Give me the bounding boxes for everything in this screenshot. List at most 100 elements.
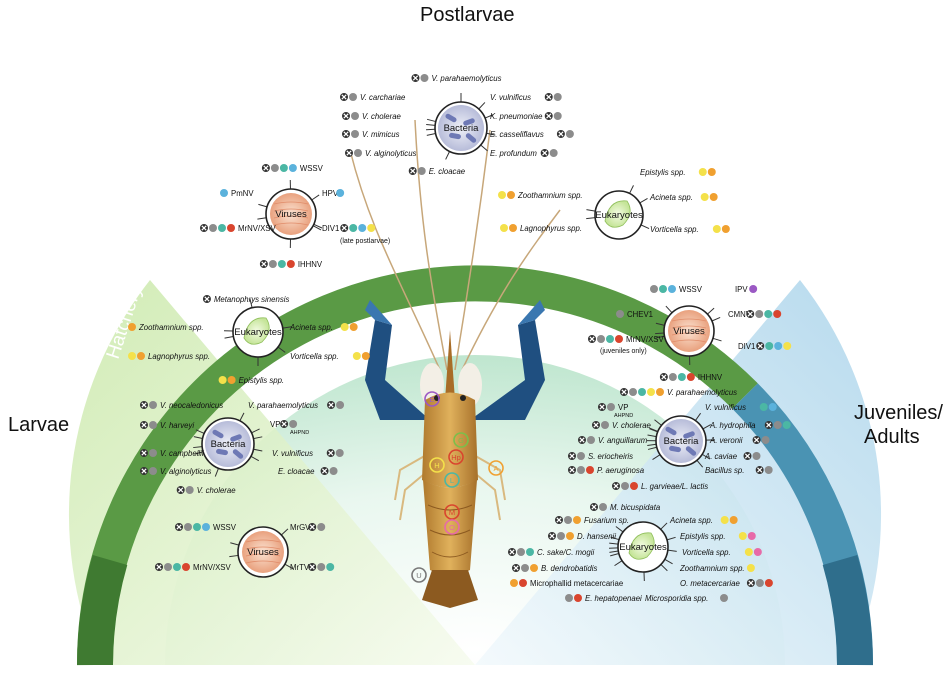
host-dot <box>713 225 721 233</box>
host-dot <box>128 352 136 360</box>
pathogen-label: E. cloacae <box>429 167 466 176</box>
absent-marker-icon <box>340 224 348 232</box>
pathogen-label: V. alginolyticus <box>160 467 212 476</box>
host-dot <box>606 335 614 343</box>
pathogen-label: Microsporidia spp. <box>645 594 708 603</box>
absent-marker-icon <box>620 388 628 396</box>
host-dot <box>280 164 288 172</box>
pathogen-label: DIV1 <box>322 224 339 233</box>
host-dot <box>317 563 325 571</box>
pathogen-label: O. metacercariae <box>680 579 740 588</box>
growout-band-end-right <box>840 560 855 665</box>
host-dot <box>278 260 286 268</box>
pathogen-label: V. cholerae <box>362 112 402 121</box>
host-dot <box>341 323 349 331</box>
host-dot <box>128 323 136 331</box>
absent-marker-icon <box>660 373 668 381</box>
host-dot <box>565 594 573 602</box>
host-dot <box>193 523 201 531</box>
host-dot <box>269 260 277 268</box>
host-dot <box>748 532 756 540</box>
pathogen-label: A. hydrophila <box>709 421 756 430</box>
host-dot <box>367 224 375 232</box>
host-dot <box>149 421 157 429</box>
host-dot <box>730 516 738 524</box>
pathogen-label: V. cholerae <box>197 486 237 495</box>
host-dot <box>669 373 677 381</box>
absent-marker-icon <box>765 421 773 429</box>
host-dot <box>326 563 334 571</box>
host-dot <box>557 532 565 540</box>
svg-text:O: O <box>449 523 455 532</box>
host-dot <box>554 112 562 120</box>
absent-marker-icon <box>280 420 288 428</box>
host-dot <box>745 548 753 556</box>
absent-marker-icon <box>756 342 764 350</box>
host-dot <box>521 564 529 572</box>
cluster-type-label: Eukaryotes <box>619 542 667 553</box>
cluster-type-label: Viruses <box>247 547 279 558</box>
host-dot <box>722 225 730 233</box>
host-dot <box>659 285 667 293</box>
host-dot <box>149 467 157 475</box>
host-dot <box>762 436 770 444</box>
host-dot <box>616 310 624 318</box>
pathogen-label: MrNV/XSV <box>626 335 664 344</box>
pathogen-label: Zoothamnium spp. <box>679 564 745 573</box>
host-dot <box>774 342 782 350</box>
pathogen-label: V. vulnificus <box>272 449 313 458</box>
pathogen-label: IHHNV <box>298 260 323 269</box>
pathogen-label: Epistylis spp. <box>680 532 726 541</box>
absent-marker-icon <box>590 503 598 511</box>
host-dot <box>349 224 357 232</box>
absent-marker-icon <box>747 579 755 587</box>
absent-marker-icon <box>512 564 520 572</box>
host-dot <box>173 563 181 571</box>
hatchery-band-end-left <box>95 560 110 665</box>
absent-marker-icon <box>327 401 335 409</box>
absent-marker-icon <box>308 563 316 571</box>
host-dot <box>754 548 762 556</box>
host-dot <box>769 403 777 411</box>
host-dot <box>137 352 145 360</box>
svg-text:U: U <box>416 571 421 580</box>
pathogen-label: V. carchariae <box>360 93 406 102</box>
pathogen-label: V. cholerae <box>612 421 652 430</box>
host-dot <box>220 189 228 197</box>
host-dot <box>765 342 773 350</box>
pathogen-label: Acineta spp. <box>649 193 693 202</box>
absent-marker-icon <box>140 467 148 475</box>
host-dot <box>699 168 707 176</box>
pathogen-label: MrTV <box>290 563 310 572</box>
absent-marker-icon <box>411 74 419 82</box>
host-dot <box>507 191 515 199</box>
absent-marker-icon <box>592 421 600 429</box>
pathogen-label: V. parahaemolyticus <box>667 388 737 397</box>
host-dot <box>773 310 781 318</box>
host-dot <box>564 516 572 524</box>
pathogen-label: E. hepatopenaei <box>585 594 642 603</box>
cluster-type-label: Bacteria <box>664 436 700 447</box>
pathogen-label: PmNV <box>231 189 254 198</box>
host-dot <box>574 594 582 602</box>
host-dot <box>721 516 729 524</box>
host-dot <box>607 403 615 411</box>
pathogen-label: MrGV <box>290 523 311 532</box>
host-dot <box>621 482 629 490</box>
host-dot <box>336 449 344 457</box>
host-dot <box>517 548 525 556</box>
host-dot <box>701 193 709 201</box>
host-dot <box>765 579 773 587</box>
pathogen-label: MrNV/XSV <box>193 563 231 572</box>
pathogen-label: (late postlarvae) <box>340 238 390 245</box>
pathogen-label: Metanophrys sinensis <box>214 295 290 304</box>
pathogen-label: AHPND <box>614 413 633 419</box>
cluster-type-label: Bacteria <box>444 123 480 134</box>
absent-marker-icon <box>177 486 185 494</box>
absent-marker-icon <box>327 449 335 457</box>
absent-marker-icon <box>321 467 329 475</box>
absent-marker-icon <box>588 335 596 343</box>
absent-marker-icon <box>342 130 350 138</box>
